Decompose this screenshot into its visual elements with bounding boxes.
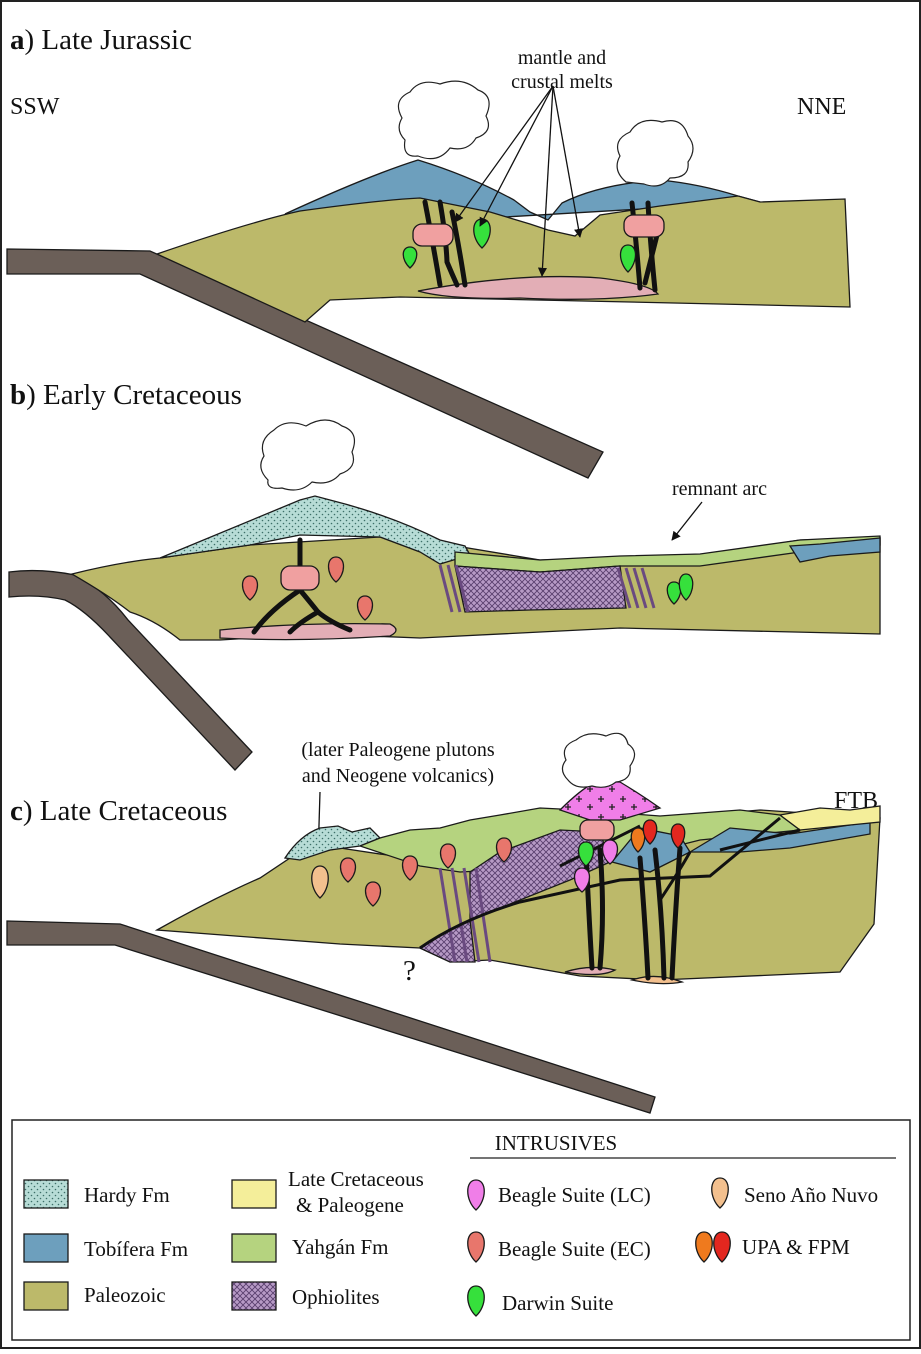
nne-label: NNE (797, 94, 846, 120)
legend: INTRUSIVES Hardy Fm Tobífera Fm Paleozoi… (11, 1119, 911, 1341)
darwin-pluton-a3 (619, 244, 637, 273)
panel-a-title: a) Late Jurassic (10, 24, 192, 56)
late-cretaceous-paleogene-c (778, 805, 881, 831)
magma-chamber-c (579, 819, 615, 841)
ssw-label: SSW (10, 94, 60, 120)
beagle-ec-pluton-c5 (495, 837, 513, 863)
legend-label-late-cretaceous-line1: Late Cretaceous (288, 1167, 424, 1191)
hardy-fm-b (159, 495, 471, 565)
tobifera-slice-c2 (687, 821, 871, 853)
tobifera-remnant-b (788, 537, 881, 563)
melt-lens-c1 (564, 966, 617, 976)
remnant-arc-label: remnant arc (672, 478, 767, 500)
beagle-lc-pluton-c1 (601, 839, 619, 865)
legend-swatch-seno (711, 1177, 729, 1209)
ash-cloud-a1 (397, 80, 490, 160)
melt-lens-b (219, 622, 397, 641)
darwin-pluton-a1 (402, 246, 418, 269)
panel-b-title: b) Early Cretaceous (10, 379, 242, 411)
darwin-pluton-c (577, 841, 595, 867)
legend-swatch-ophiolites (231, 1281, 277, 1311)
beagle-ec-pluton-c2 (364, 881, 382, 907)
ash-cloud-a2 (616, 119, 694, 187)
panel-c-title: c) Late Cretaceous (10, 795, 227, 827)
subducting-slab-a (6, 248, 604, 479)
intrusives-header: INTRUSIVES (495, 1131, 618, 1155)
legend-swatch-paleozoic (23, 1281, 69, 1311)
question-mark: ? (403, 955, 416, 987)
legend-swatch-late-cretaceous (231, 1179, 277, 1209)
ash-cloud-c (561, 732, 636, 788)
legend-label-yahgan: Yahgán Fm (292, 1235, 388, 1259)
panel-c: c) Late Cretaceous (later Paleogene plut… (6, 732, 881, 1114)
legend-swatch-hardy (23, 1179, 69, 1209)
seno-pluton-c (311, 865, 329, 899)
magma-chamber-b (280, 565, 320, 591)
legend-label-darwin: Darwin Suite (502, 1291, 613, 1315)
legend-swatch-upa (695, 1231, 713, 1263)
legend-label-upa-fpm: UPA & FPM (742, 1235, 850, 1259)
melt-lens-a (417, 275, 660, 300)
legend-swatch-fpm (713, 1231, 731, 1263)
legend-label-beagle-lc: Beagle Suite (LC) (498, 1183, 651, 1207)
legend-swatch-beagle-lc (467, 1179, 485, 1211)
legend-swatch-beagle-ec (467, 1231, 485, 1263)
paleozoic-a (155, 195, 851, 323)
upa-pluton-c (630, 827, 646, 853)
legend-label-late-cretaceous-line2: & Paleogene (296, 1193, 404, 1217)
panel-b: b) Early Cretaceous remnant arc (8, 379, 881, 771)
legend-label-ophiolites: Ophiolites (292, 1285, 380, 1309)
subducting-slab-c (6, 920, 656, 1114)
beagle-ec-pluton-c3 (401, 855, 419, 881)
beagle-ec-pluton-c4 (439, 843, 457, 869)
melts-label-line2: crustal melts (511, 71, 613, 93)
beagle-ec-pluton-b3 (356, 595, 374, 621)
legend-swatch-yahgan (231, 1233, 277, 1263)
legend-box (11, 1119, 911, 1341)
legend-label-paleozoic: Paleozoic (84, 1283, 166, 1307)
magma-chamber-a1 (412, 223, 454, 247)
ophiolite-basin-b (454, 565, 627, 613)
beagle-ec-pluton-b2 (327, 556, 345, 583)
beagle-lc-volcano-c (558, 781, 662, 821)
legend-label-seno: Seno Año Nuvo (744, 1183, 878, 1207)
fpm-pluton-c2 (670, 823, 686, 849)
legend-swatch-darwin (467, 1285, 485, 1317)
legend-label-tobifera: Tobífera Fm (84, 1237, 188, 1261)
later-plutons-label-line1: (later Paleogene plutons (301, 739, 494, 761)
magma-chamber-a2 (623, 214, 665, 238)
melts-label-line1: mantle and (518, 47, 606, 69)
ash-cloud-b (260, 419, 355, 491)
beagle-ec-pluton-b1 (241, 575, 259, 601)
later-plutons-label-line2: and Neogene volcanics) (302, 765, 494, 787)
legend-label-beagle-ec: Beagle Suite (EC) (498, 1237, 651, 1261)
fpm-pluton-c1 (642, 819, 658, 845)
legend-swatch-tobifera (23, 1233, 69, 1263)
beagle-ec-pluton-c1 (339, 857, 357, 883)
panel-a: a) Late Jurassic SSW NNE mantle and crus… (6, 24, 851, 479)
legend-label-hardy: Hardy Fm (84, 1183, 170, 1207)
subducting-slab-b (8, 569, 253, 771)
darwin-pluton-b2 (678, 573, 694, 601)
darwin-pluton-b1 (666, 581, 682, 605)
beagle-lc-pluton-c2 (573, 867, 591, 893)
